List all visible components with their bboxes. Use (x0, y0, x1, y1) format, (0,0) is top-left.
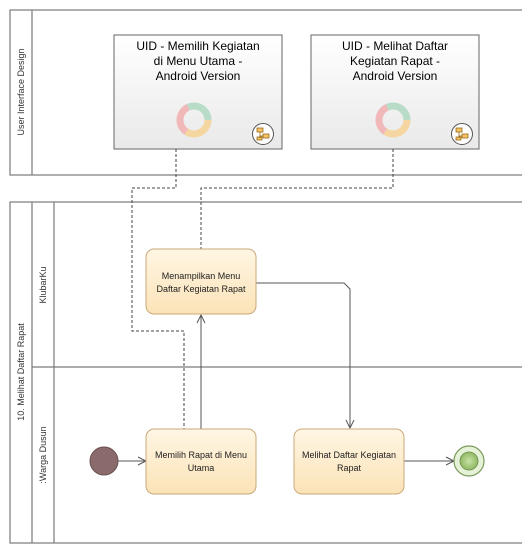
trace-lines (131, 149, 394, 429)
uid-box-2-line-3: Android Version (353, 69, 438, 83)
control-flows (118, 282, 454, 461)
uid-box-2-line-2: Kegiatan Rapat - (350, 54, 440, 68)
uid-box-melihat-daftar[interactable]: UID - Melihat Daftar Kegiatan Rapat - An… (310, 34, 480, 150)
pool-melihat-daftar-rapat: 10. Melihat Daftar Rapat KlubarKu :Warga… (9, 201, 522, 544)
activity-3-line-1: Melihat Daftar Kegiatan (302, 450, 396, 460)
lane-label-klubarku: KlubarKu (38, 266, 48, 303)
initial-node (89, 446, 119, 476)
activity-memilih-rapat[interactable]: Memilih Rapat di Menu Utama (145, 428, 257, 495)
final-node (453, 445, 485, 477)
pool-label-melihat-daftar-rapat: 10. Melihat Daftar Rapat (16, 323, 26, 421)
uid-box-memilih-kegiatan[interactable]: UID - Memilih Kegiatan di Menu Utama - A… (113, 34, 283, 150)
donut-chart-icon (375, 102, 411, 138)
diagram-link-icon (252, 123, 274, 145)
uid-box-2-line-1: UID - Melihat Daftar (342, 39, 448, 53)
activity-2-line-1: Memilih Rapat di Menu (155, 450, 247, 460)
activity-menampilkan-menu[interactable]: Menampilkan Menu Daftar Kegiatan Rapat (145, 248, 257, 315)
activity-1-line-1: Menampilkan Menu (162, 271, 241, 281)
activity-2-line-2: Utama (188, 463, 215, 473)
uid-box-1-line-1: UID - Memilih Kegiatan (136, 39, 259, 53)
uid-box-1-line-3: Android Version (156, 69, 241, 83)
pool-label-uid: User Interface Design (16, 48, 26, 135)
activity-3-line-2: Rapat (337, 463, 362, 473)
uid-box-1-line-2: di Menu Utama - (154, 54, 243, 68)
activity-melihat-daftar[interactable]: Melihat Daftar Kegiatan Rapat (293, 428, 405, 495)
lane-label-warga-dusun: :Warga Dusun (38, 426, 48, 483)
activity-1-line-2: Daftar Kegiatan Rapat (156, 284, 246, 294)
diagram-link-icon (451, 123, 473, 145)
donut-chart-icon (176, 102, 212, 138)
